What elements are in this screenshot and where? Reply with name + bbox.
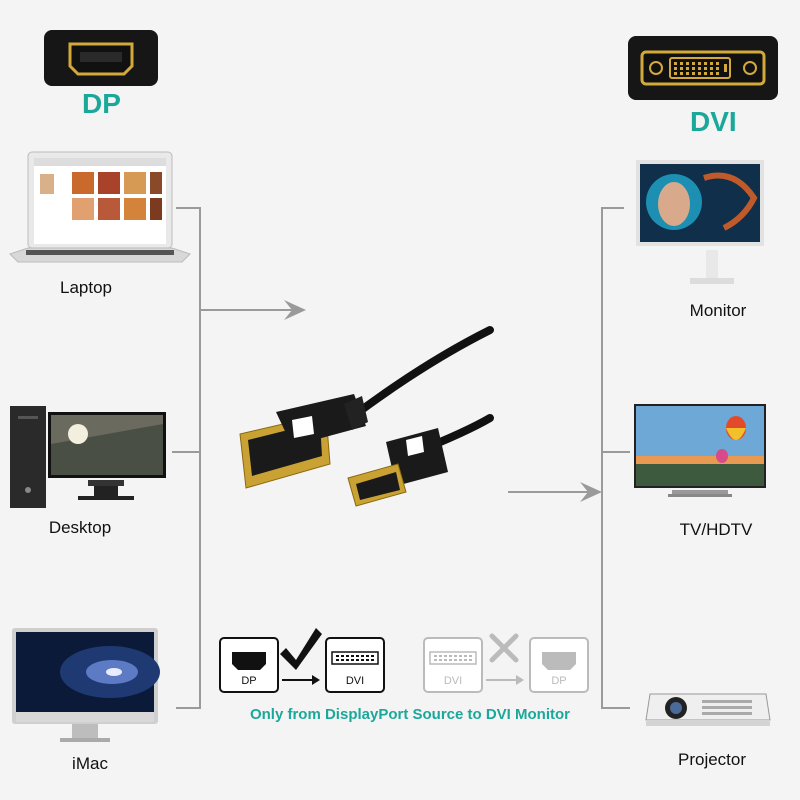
desktop-image [10, 406, 166, 508]
source-label-imac: iMac [72, 754, 108, 773]
arrow-right-icon [312, 675, 320, 685]
monitor-image [636, 160, 764, 284]
display-label-monitor: Monitor [689, 301, 747, 320]
source-label-desktop: Desktop [48, 518, 112, 537]
display-label-projector: Projector [677, 750, 747, 769]
source-label-laptop: Laptop [60, 278, 112, 297]
dp-to-dvi-cable [239, 326, 494, 507]
cross-icon [489, 633, 519, 663]
compatibility-note: Only from DisplayPort Source to DVI Moni… [249, 706, 571, 723]
dp-port-icon [68, 42, 134, 76]
dp-port-badge [44, 30, 158, 86]
compatibility-diagram: DP DVI DVI DP [219, 628, 589, 693]
laptop-image [9, 151, 191, 263]
ok-from-label: DP [241, 675, 256, 687]
bad-from-label: DVI [444, 675, 462, 687]
arrow-right-icon [284, 300, 306, 320]
tv-image [634, 404, 766, 497]
dvi-port-icon [640, 50, 766, 86]
arrow-right-icon [580, 482, 602, 502]
bad-to-label: DP [551, 675, 566, 687]
display-label-tv: TV/HDTV [679, 520, 753, 539]
arrow-right-icon [516, 675, 524, 685]
ok-to-label: DVI [346, 675, 364, 687]
check-icon [280, 628, 322, 670]
projector-image [645, 693, 771, 726]
dp-title: DP [82, 88, 121, 119]
dvi-port-badge [628, 36, 778, 100]
dvi-title: DVI [690, 106, 737, 137]
imac-image [12, 628, 160, 742]
